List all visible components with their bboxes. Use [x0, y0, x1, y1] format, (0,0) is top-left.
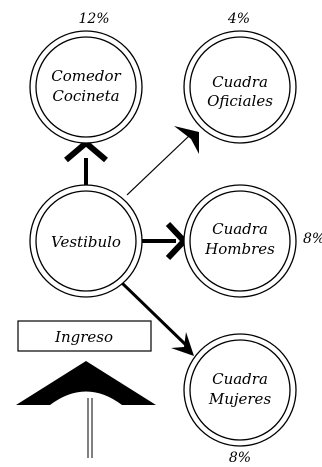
- node-vestibulo: Vestibulo: [29, 184, 143, 298]
- arrowhead-oficiales: [174, 126, 199, 154]
- node-comedor-cocineta: Comedor Cocineta: [29, 30, 143, 144]
- entry-arrow-icon: [16, 361, 156, 405]
- entry-block: Ingreso: [16, 320, 156, 458]
- node-label-line: Cuadra: [212, 73, 268, 91]
- node-label-line: Oficiales: [207, 92, 273, 110]
- arrowhead-comedor: [64, 139, 108, 163]
- percent-comedor: 12%: [78, 11, 109, 27]
- arrowhead-mujeres: [171, 332, 194, 356]
- node-label-line: Vestibulo: [51, 233, 121, 251]
- entry-label: Ingreso: [54, 328, 113, 346]
- node-label-line: Hombres: [204, 240, 275, 258]
- connectors: [64, 126, 199, 356]
- percent-oficiales: 4%: [227, 11, 250, 27]
- connector-vestibulo-mujeres: [120, 281, 188, 347]
- node-label-line: Cuadra: [212, 370, 268, 388]
- percent-mujeres: 8%: [229, 450, 251, 466]
- entry-label-box: [17, 320, 152, 352]
- node-label-line: Cocineta: [52, 87, 119, 105]
- node-cuadra-mujeres: Cuadra Mujeres: [183, 333, 297, 447]
- node-cuadra-oficiales: Cuadra Oficiales: [183, 30, 297, 144]
- percent-hombres: 8%: [303, 231, 322, 247]
- node-label-line: Mujeres: [208, 390, 272, 408]
- node-cuadra-hombres: Cuadra Hombres: [183, 184, 297, 298]
- node-label-line: Cuadra: [212, 220, 268, 238]
- connector-vestibulo-oficiales: [126, 134, 191, 196]
- node-label-line: Comedor: [51, 67, 121, 85]
